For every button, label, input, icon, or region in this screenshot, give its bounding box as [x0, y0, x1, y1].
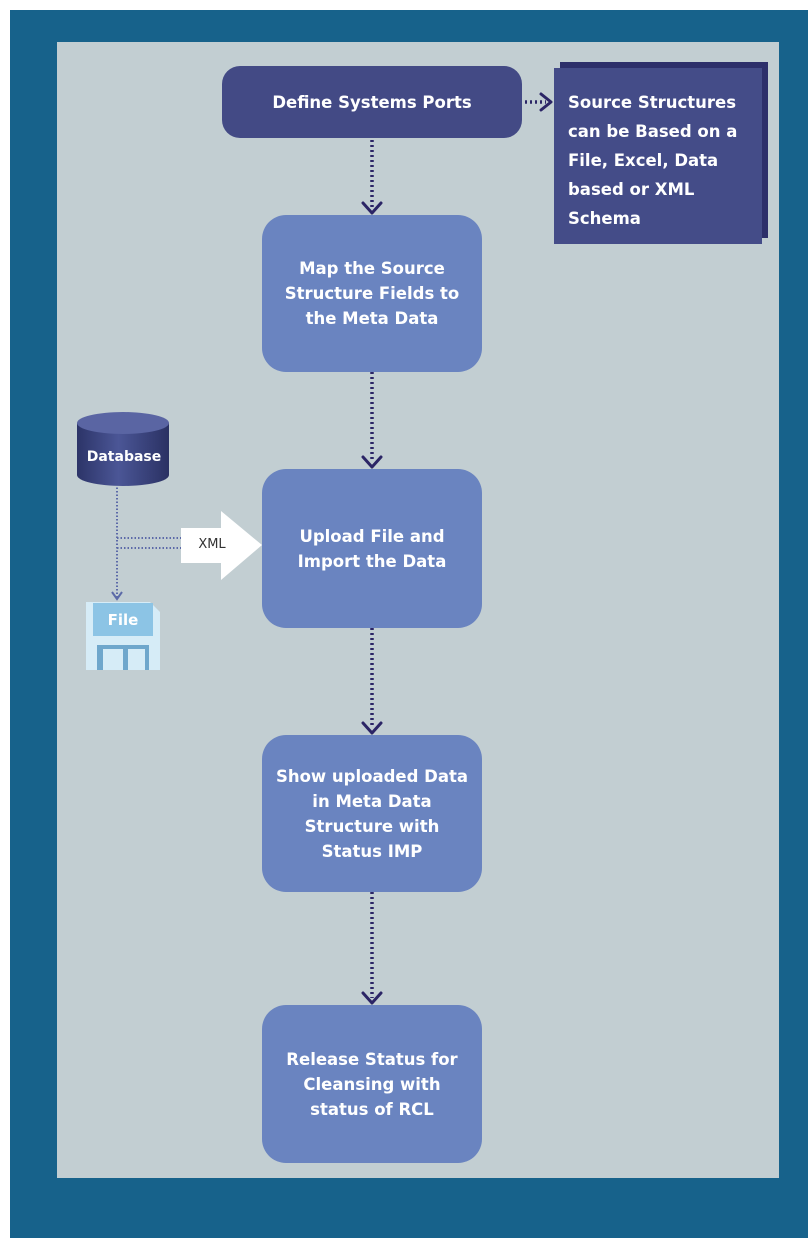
arrowhead-file	[111, 591, 123, 601]
node-map-source-fields-label: Map the Source Structure Fields to the M…	[284, 259, 460, 328]
arrowhead-2	[361, 455, 383, 469]
node-release-status-label: Release Status for Cleansing with status…	[286, 1049, 458, 1119]
file-label: File	[107, 611, 139, 629]
node-define-systems-ports: Define Systems Ports	[222, 66, 522, 138]
arrowhead-4	[361, 991, 383, 1005]
source-structures-note-text: Source Structures can be Based on a File…	[568, 93, 738, 228]
node-map-source-fields: Map the Source Structure Fields to the M…	[262, 215, 482, 372]
node-show-uploaded-data-label: Show uploaded Data in Meta Data Structur…	[275, 766, 469, 861]
xml-label: XML	[198, 537, 226, 552]
node-upload-import: Upload File and Import the Data	[262, 469, 482, 628]
database-label: Database	[86, 449, 162, 465]
node-show-uploaded-data: Show uploaded Data in Meta Data Structur…	[262, 735, 482, 892]
xml-arrow	[181, 511, 262, 580]
node-define-systems-ports-label: Define Systems Ports	[272, 92, 472, 112]
arrowhead-3	[361, 721, 383, 735]
node-upload-import-label: Upload File and Import the Data	[297, 526, 447, 571]
arrowhead-note	[539, 92, 553, 112]
database-icon	[77, 412, 169, 486]
source-structures-note: Source Structures can be Based on a File…	[554, 68, 762, 244]
arrowhead-1	[361, 201, 383, 215]
node-release-status: Release Status for Cleansing with status…	[262, 1005, 482, 1163]
file-icon	[86, 602, 160, 670]
